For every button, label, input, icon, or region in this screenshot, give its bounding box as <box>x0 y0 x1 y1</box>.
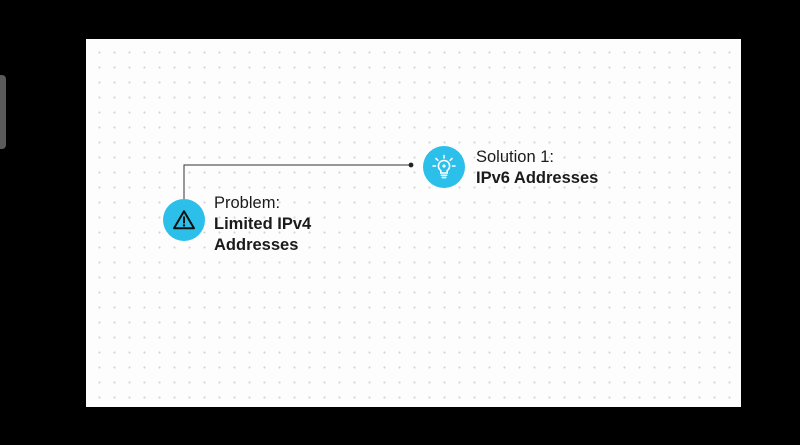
problem-headline-line2: Addresses <box>214 236 299 254</box>
connector-line <box>183 162 414 199</box>
solution-label: Solution 1: IPv6 Addresses <box>476 147 598 189</box>
side-drag-handle[interactable] <box>0 75 6 149</box>
solution-node-icon <box>423 146 465 188</box>
problem-headline-line1: Limited IPv4 <box>214 215 312 233</box>
problem-node-icon <box>163 199 205 241</box>
lightbulb-icon <box>432 154 456 179</box>
warning-triangle-icon <box>173 210 195 230</box>
connector-endpoint-dot <box>408 162 414 168</box>
problem-kicker: Problem: <box>214 194 281 212</box>
solution-headline: IPv6 Addresses <box>476 169 599 187</box>
solution-kicker: Solution 1: <box>476 148 554 166</box>
diagram-canvas: Problem: Limited IPv4 Addresses <box>86 39 741 407</box>
problem-label: Problem: Limited IPv4 Addresses <box>214 193 311 256</box>
